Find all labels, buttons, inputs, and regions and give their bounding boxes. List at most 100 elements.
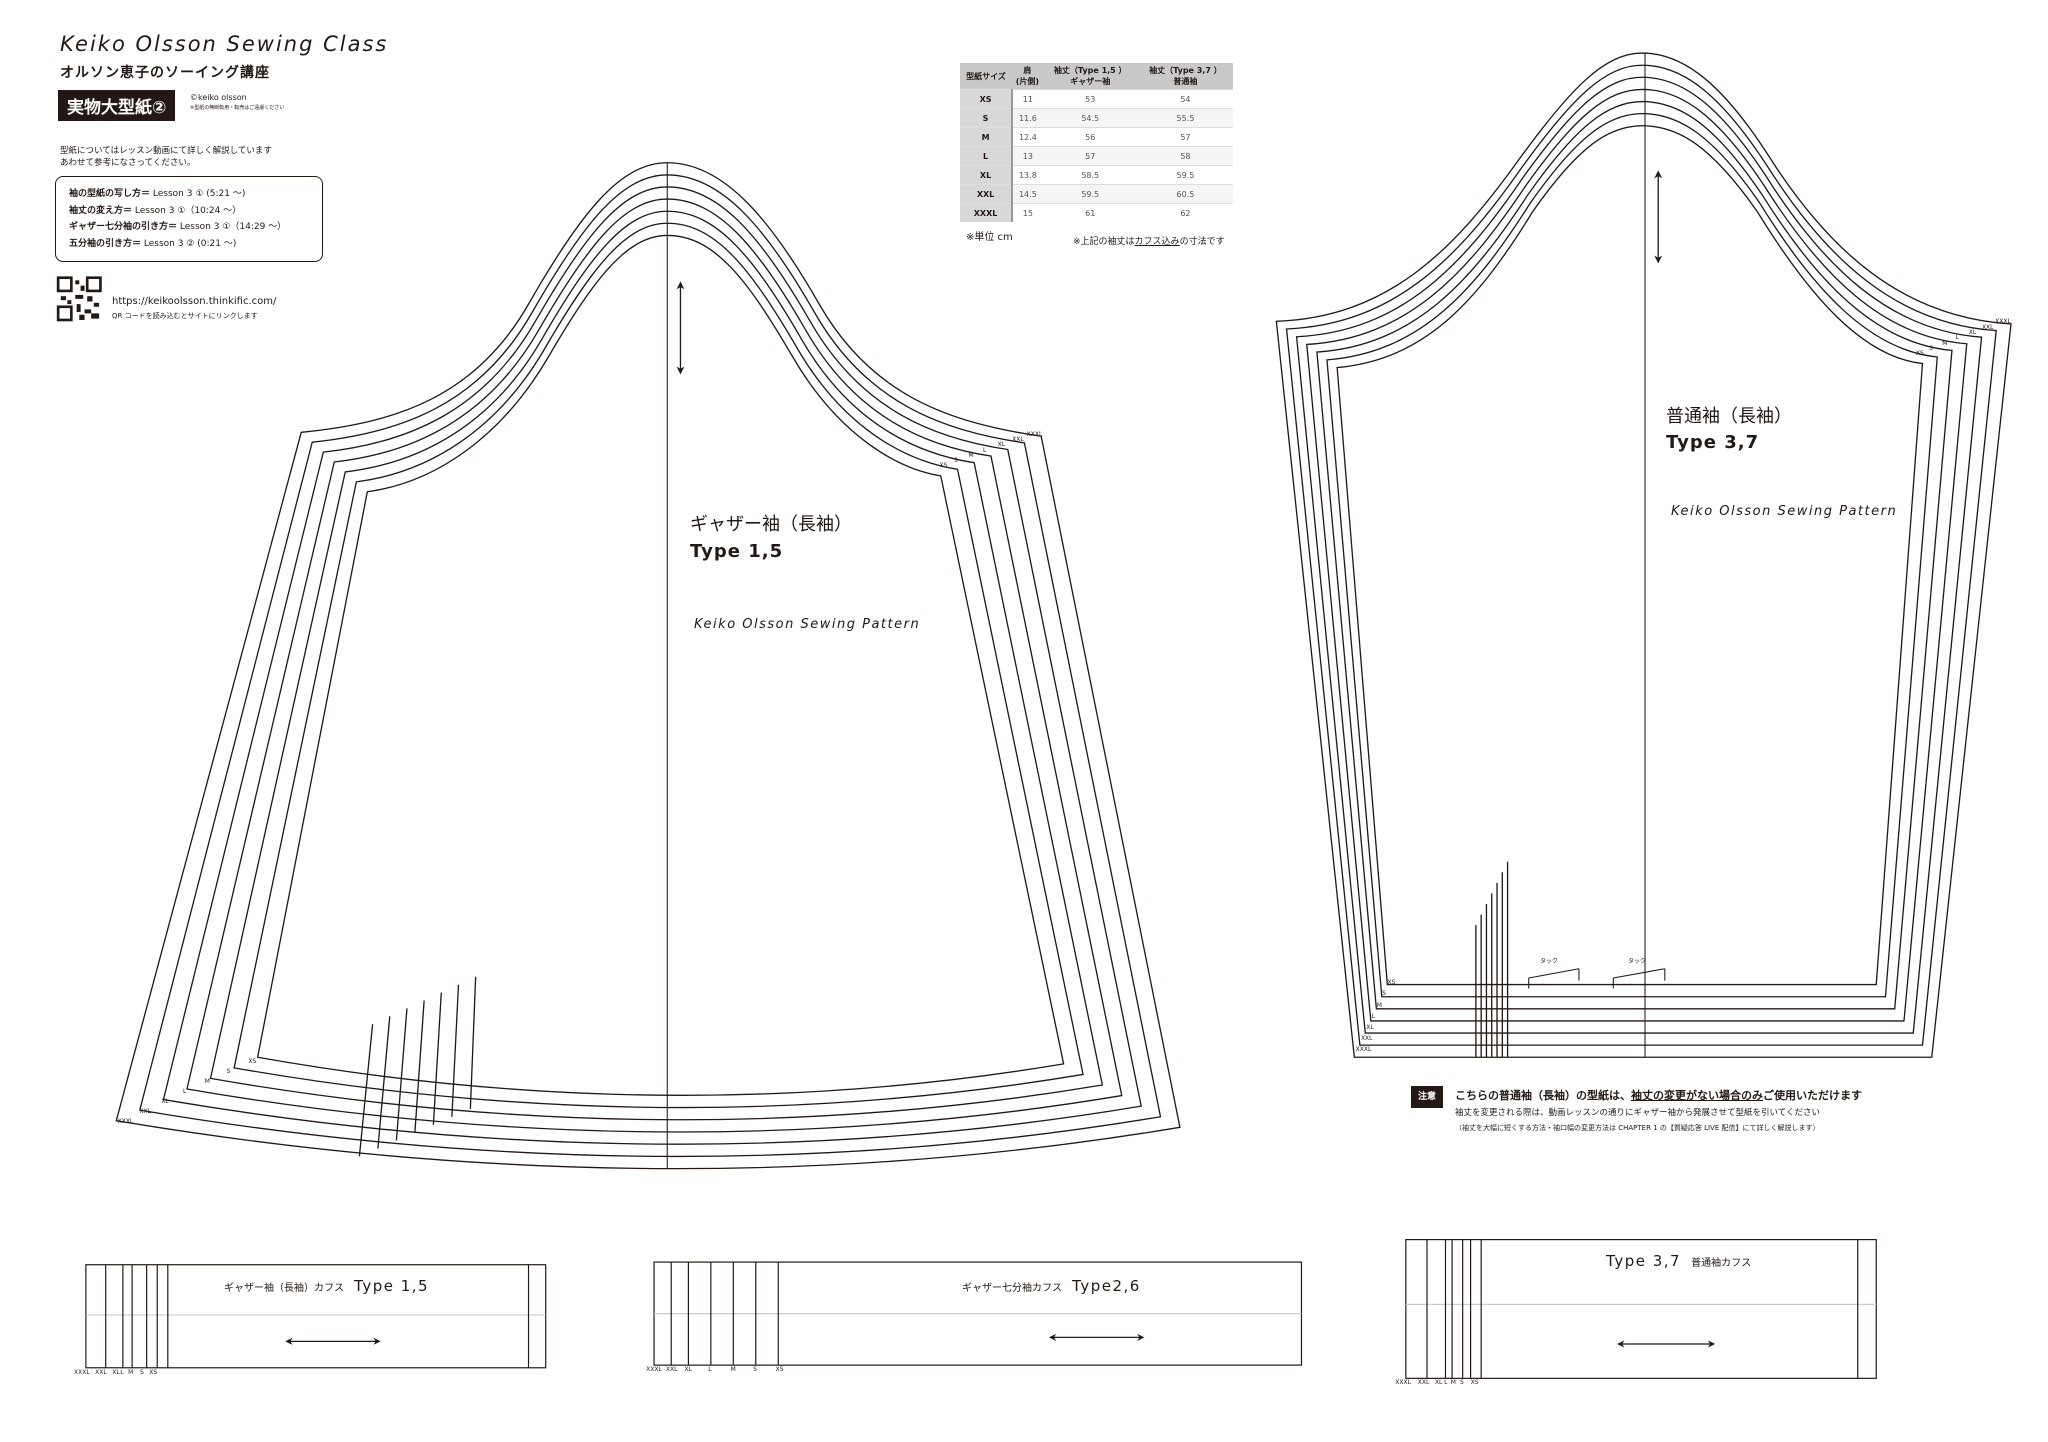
size-label: XL — [1434, 1379, 1443, 1387]
size-label: L — [1371, 1012, 1375, 1020]
size-label: M — [204, 1078, 210, 1086]
gather-outline-s — [233, 222, 1084, 1109]
size-label: L — [1955, 334, 1959, 342]
regular-outline-xxxl — [1275, 52, 2012, 1058]
regular-outline-xs — [1336, 125, 1924, 986]
size-label: XL — [1968, 329, 1977, 336]
size-label: XXXL — [117, 1117, 134, 1125]
gather-sleeve-type: Type 1,5 — [690, 541, 784, 562]
size-label: XXL — [95, 1368, 107, 1376]
size-label: XXL — [1417, 1379, 1430, 1387]
size-table: 型紙サイズ肩(片側)袖丈（Type 1,5 ）ギャザー袖袖丈（Type 3,7 … — [960, 63, 1233, 222]
gather-slit-mark — [432, 992, 442, 1125]
table-cell: XS — [960, 89, 1014, 109]
lesson-item: 袖の型紙の写し方＝ Lesson 3 ① (5:21 〜) — [69, 189, 246, 199]
table-cell: 55.5 — [1137, 108, 1233, 128]
notice-line-3: （袖丈を大幅に短くする方法・袖口幅の変更方法は CHAPTER 1 の【質疑応答… — [1455, 1124, 1820, 1132]
gather-sleeve-outline — [115, 162, 1181, 1170]
size-label: XXXL — [646, 1366, 662, 1374]
length-note: ※上記の袖丈はカフス込みの寸法です — [1073, 237, 1225, 247]
gather-sleeve-name: ギャザー袖（長袖） — [690, 514, 852, 535]
pattern-badge: 実物大型紙② — [58, 90, 176, 121]
tuck-marks — [1528, 968, 1666, 989]
tuck-label: タック — [1628, 958, 1647, 965]
size-label: XS — [248, 1058, 257, 1066]
table-header-sub: 普通袖 — [1173, 77, 1198, 86]
course-link[interactable]: https://keikoolsson.thinkific.com/ — [112, 296, 277, 307]
size-label: XXXL — [1995, 318, 2011, 326]
size-label: S — [140, 1368, 144, 1376]
size-label: M — [1376, 1001, 1382, 1009]
unit-note: ※単位 cm — [966, 232, 1013, 243]
gather-slit-mark — [377, 1016, 391, 1149]
table-cell: 61 — [1042, 203, 1138, 222]
tuck-label: タック — [1540, 958, 1559, 965]
size-label: L — [183, 1088, 187, 1096]
class-subtitle: オルソン恵子のソーイング講座 — [60, 65, 270, 81]
regular-outline-xl — [1295, 76, 1983, 1034]
table-cell: M — [960, 127, 1014, 147]
table-cell: 53 — [1042, 89, 1138, 109]
size-label: XS — [1387, 979, 1396, 987]
table-cell: 62 — [1137, 203, 1233, 222]
table-cell: 59.5 — [1137, 165, 1233, 185]
table-cell: 59.5 — [1042, 184, 1138, 204]
table-cell: XL — [960, 165, 1014, 185]
size-label: XL — [997, 441, 1006, 449]
table-cell: 60.5 — [1137, 184, 1233, 204]
regular-outline-l — [1306, 88, 1968, 1022]
size-label: S — [953, 457, 958, 465]
cuff-outlines — [85, 1239, 1877, 1379]
size-label: XXL — [1360, 1035, 1373, 1043]
table-cell: S — [960, 108, 1014, 128]
table-cell: 58 — [1137, 146, 1233, 166]
table-header-main: 袖丈（Type 1,5 ） — [1053, 66, 1127, 75]
table-header-main: 袖丈（Type 3,7 ） — [1149, 66, 1222, 75]
size-label: M — [128, 1368, 134, 1376]
copyright: ©keiko olsson ※型紙の無断転用・転売はご遠慮ください — [190, 93, 284, 113]
notice-badge: 注意 — [1411, 1086, 1443, 1108]
size-label: XS — [149, 1368, 158, 1376]
table-header-main: 型紙サイズ — [966, 71, 1006, 81]
size-label: M — [1450, 1379, 1456, 1387]
table-cell: 12.4 — [1012, 127, 1043, 147]
size-label: XXXL — [1395, 1379, 1411, 1387]
size-label: S — [1382, 990, 1386, 998]
table-cell: 54 — [1137, 89, 1233, 109]
size-label: M — [968, 451, 974, 459]
size-label: S — [753, 1366, 757, 1374]
size-label: XS — [1470, 1379, 1479, 1387]
copyright-note: ※型紙の無断転用・転売はご遠慮ください — [190, 105, 285, 111]
hem-slit-marks — [358, 861, 1509, 1157]
qr-note: QR コードを読み込むとサイトにリンクします — [112, 312, 258, 320]
notice-line-1: こちらの普通袖（長袖）の型紙は、袖丈の変更がない場合のみご使用いただけます — [1455, 1089, 1862, 1102]
regular-sleeve-name: 普通袖（長袖） — [1666, 406, 1792, 427]
table-header: 袖丈（Type 3,7 ） 普通袖 — [1137, 63, 1233, 90]
gather-slit-mark — [451, 984, 460, 1117]
table-cell: 13.8 — [1012, 165, 1043, 185]
size-label: S — [1929, 344, 1933, 352]
size-label: XS — [1915, 350, 1924, 358]
gather-outline-l — [186, 198, 1123, 1133]
table-cell: 57 — [1137, 127, 1233, 147]
table-cell: 14.5 — [1012, 184, 1043, 204]
table-cell: L — [960, 146, 1014, 166]
regular-outline-xxl — [1285, 64, 1997, 1046]
regular-sleeve-type: Type 3,7 — [1666, 432, 1760, 453]
table-cell: 11 — [1012, 89, 1043, 109]
regular-sleeve-pattern-label: Keiko Olsson Sewing Pattern — [1671, 504, 1898, 519]
size-label: XXXL — [1355, 1046, 1372, 1054]
size-label: L — [708, 1366, 712, 1374]
table-cell: XXL — [960, 184, 1014, 204]
size-label: XXXL — [73, 1368, 90, 1376]
size-label: S — [1460, 1379, 1464, 1387]
gather-slit-mark — [395, 1008, 408, 1141]
